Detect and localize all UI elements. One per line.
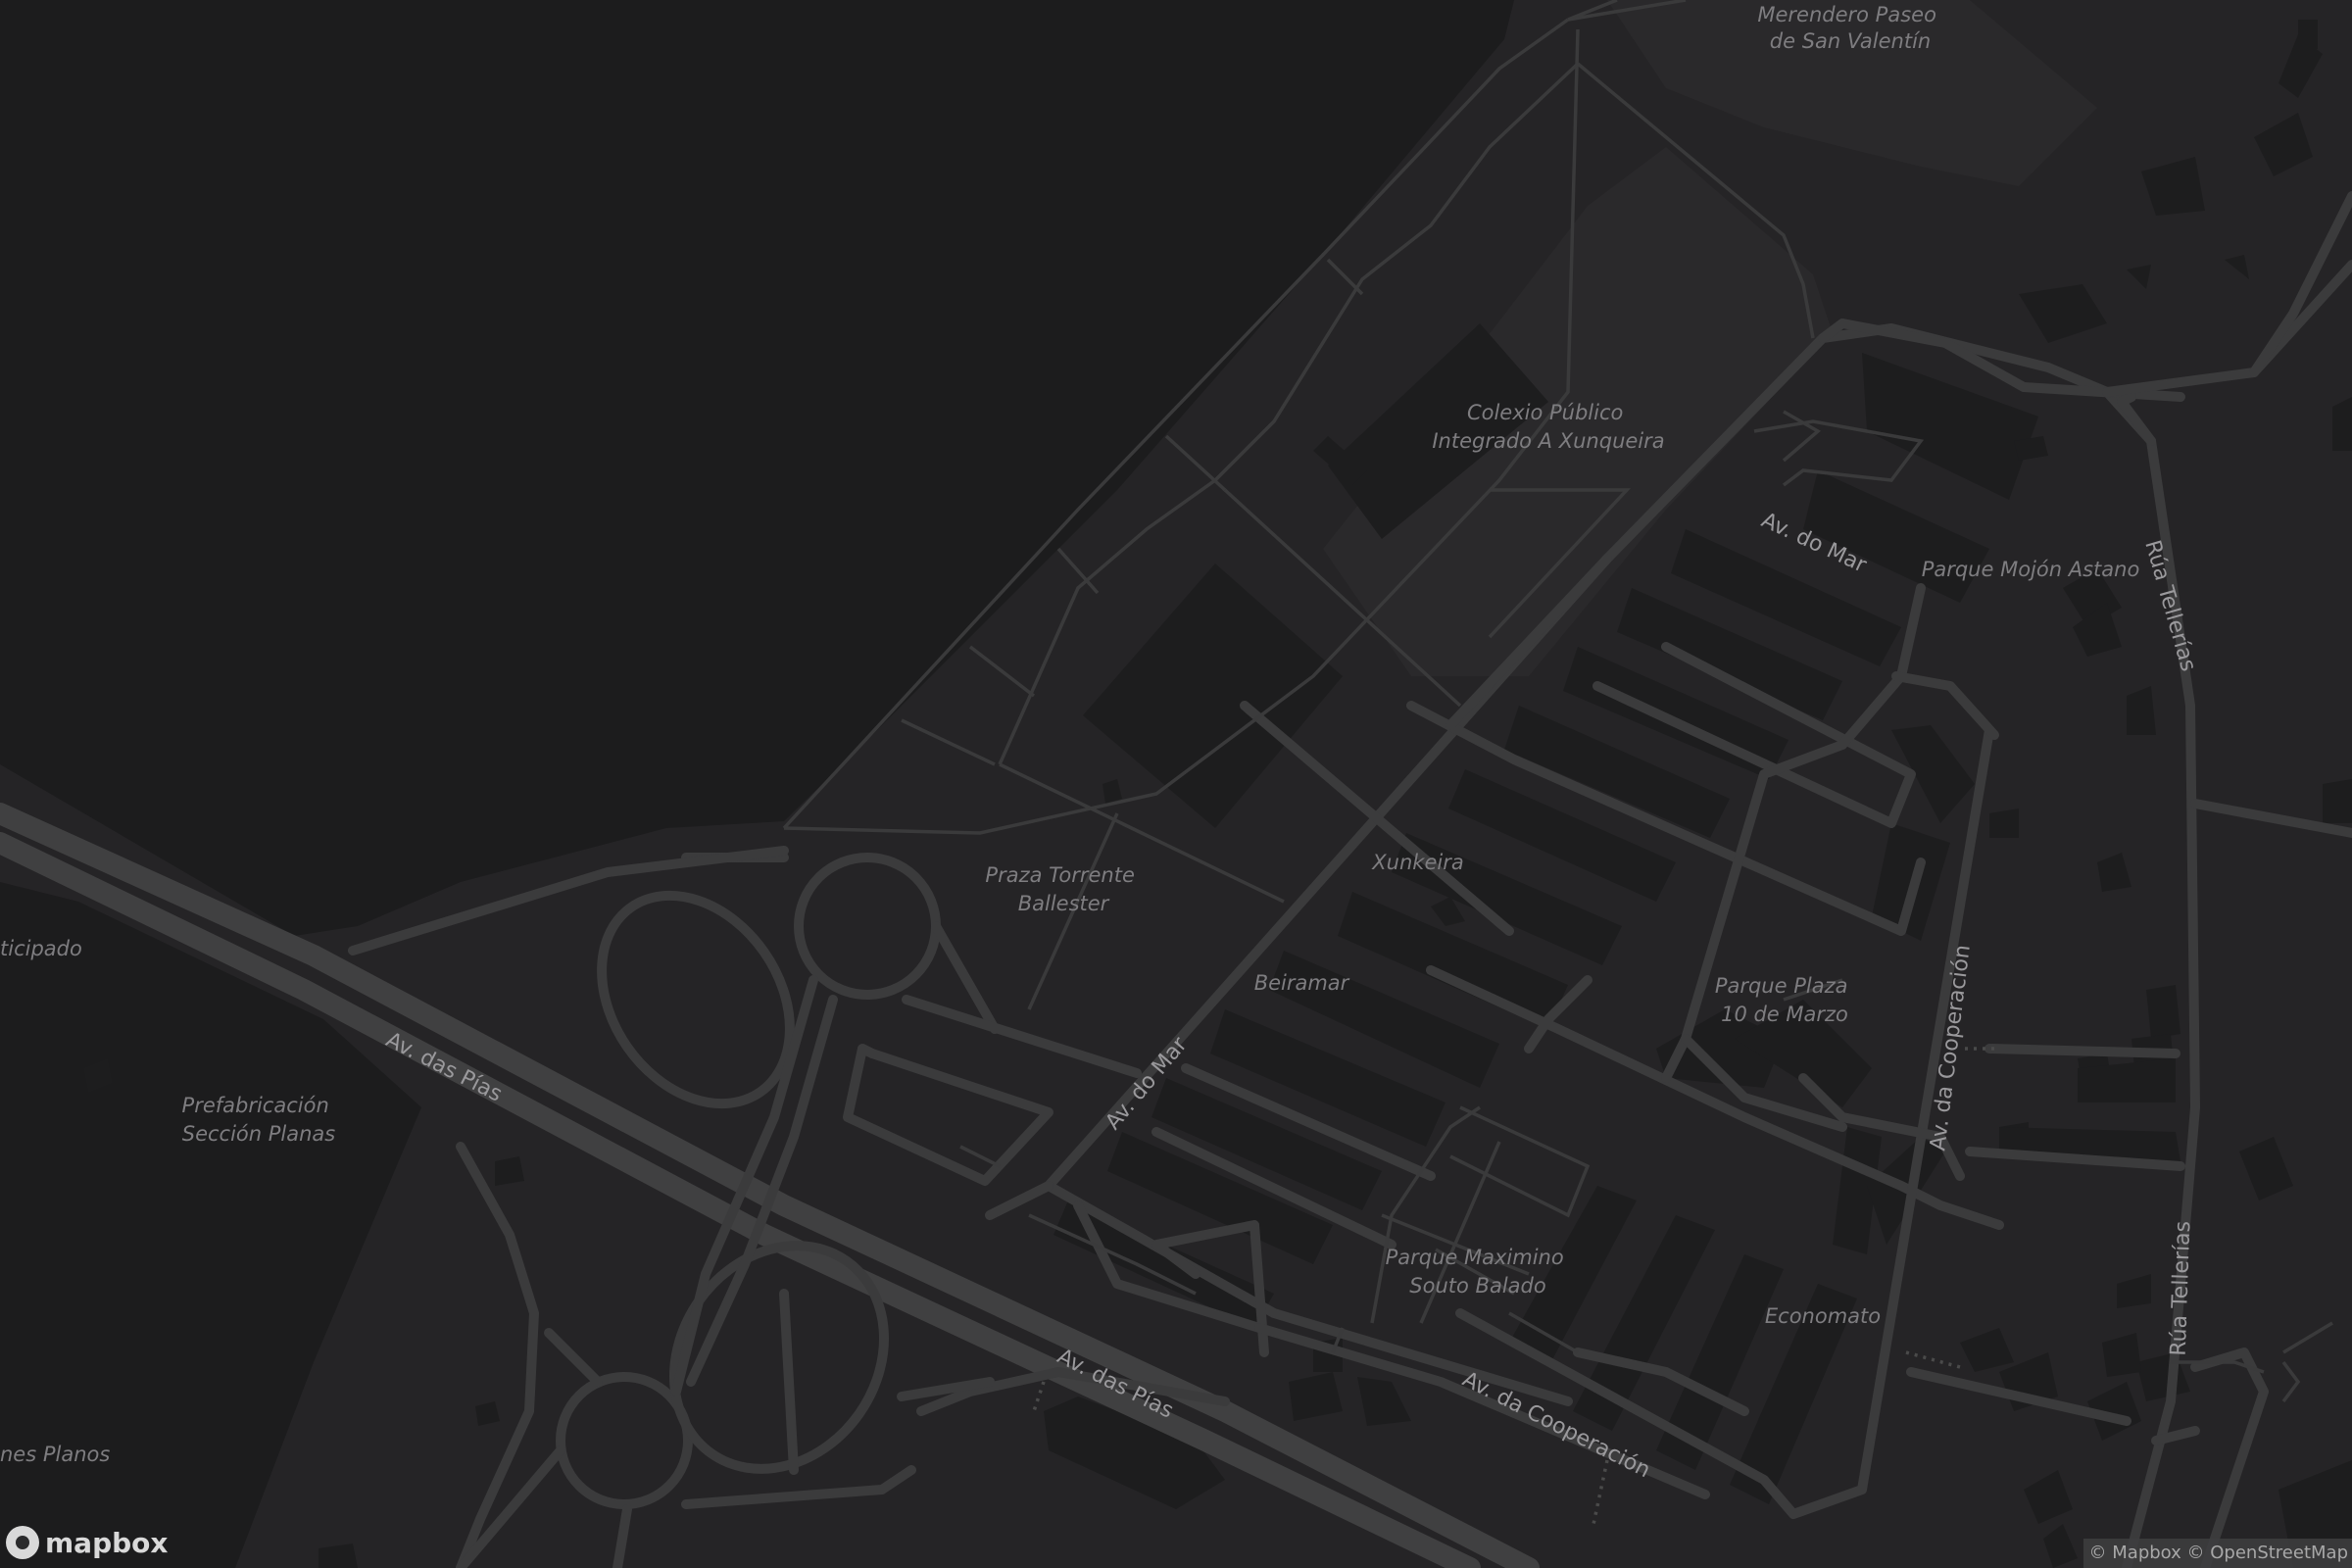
label-parque-plaza: Parque Plaza 10 de Marzo [1715, 974, 1854, 1026]
water-area [0, 0, 1514, 936]
label-merendero: Merendero Paseo de San Valentín [1757, 3, 1942, 53]
label-xunkeira: Xunkeira [1371, 851, 1463, 874]
label-prefabricacion: Prefabricación Sección Planas [182, 1094, 336, 1146]
label-economato: Economato [1765, 1304, 1881, 1328]
mapbox-logo[interactable]: mapbox [6, 1523, 168, 1562]
industrial-area [0, 882, 421, 1568]
attribution-mapbox-link[interactable]: © Mapbox [2088, 1543, 2181, 1563]
label-parque-mojon: Parque Mojón Astano [1922, 558, 2140, 581]
attribution-bar: © Mapbox © OpenStreetMap [2082, 1539, 2352, 1568]
label-praza-torrente: Praza Torrente Ballester [985, 863, 1141, 915]
label-parque-maximino: Parque Maximino Souto Balado [1386, 1246, 1571, 1298]
school-grounds [1323, 147, 1833, 676]
road-label-rua-tellerias-upper: Rúa Tellerías [2139, 538, 2200, 674]
park-area-top [1607, 0, 2097, 186]
road-label-rua-tellerias-lower: Rúa Tellerías [2167, 1220, 2196, 1356]
poi-labels: Merendero Paseo de San Valentín Colexio … [0, 3, 2139, 1466]
label-ticipado: ticipado [0, 937, 82, 960]
label-beiramar: Beiramar [1254, 971, 1350, 995]
mapbox-logo-icon [6, 1526, 39, 1559]
label-planos: nes Planos [0, 1443, 110, 1466]
attribution-osm-link[interactable]: © OpenStreetMap [2186, 1543, 2348, 1563]
mapbox-logo-text: mapbox [45, 1526, 169, 1559]
label-colexio: Colexio Público Integrado A Xunqueira [1432, 401, 1664, 453]
